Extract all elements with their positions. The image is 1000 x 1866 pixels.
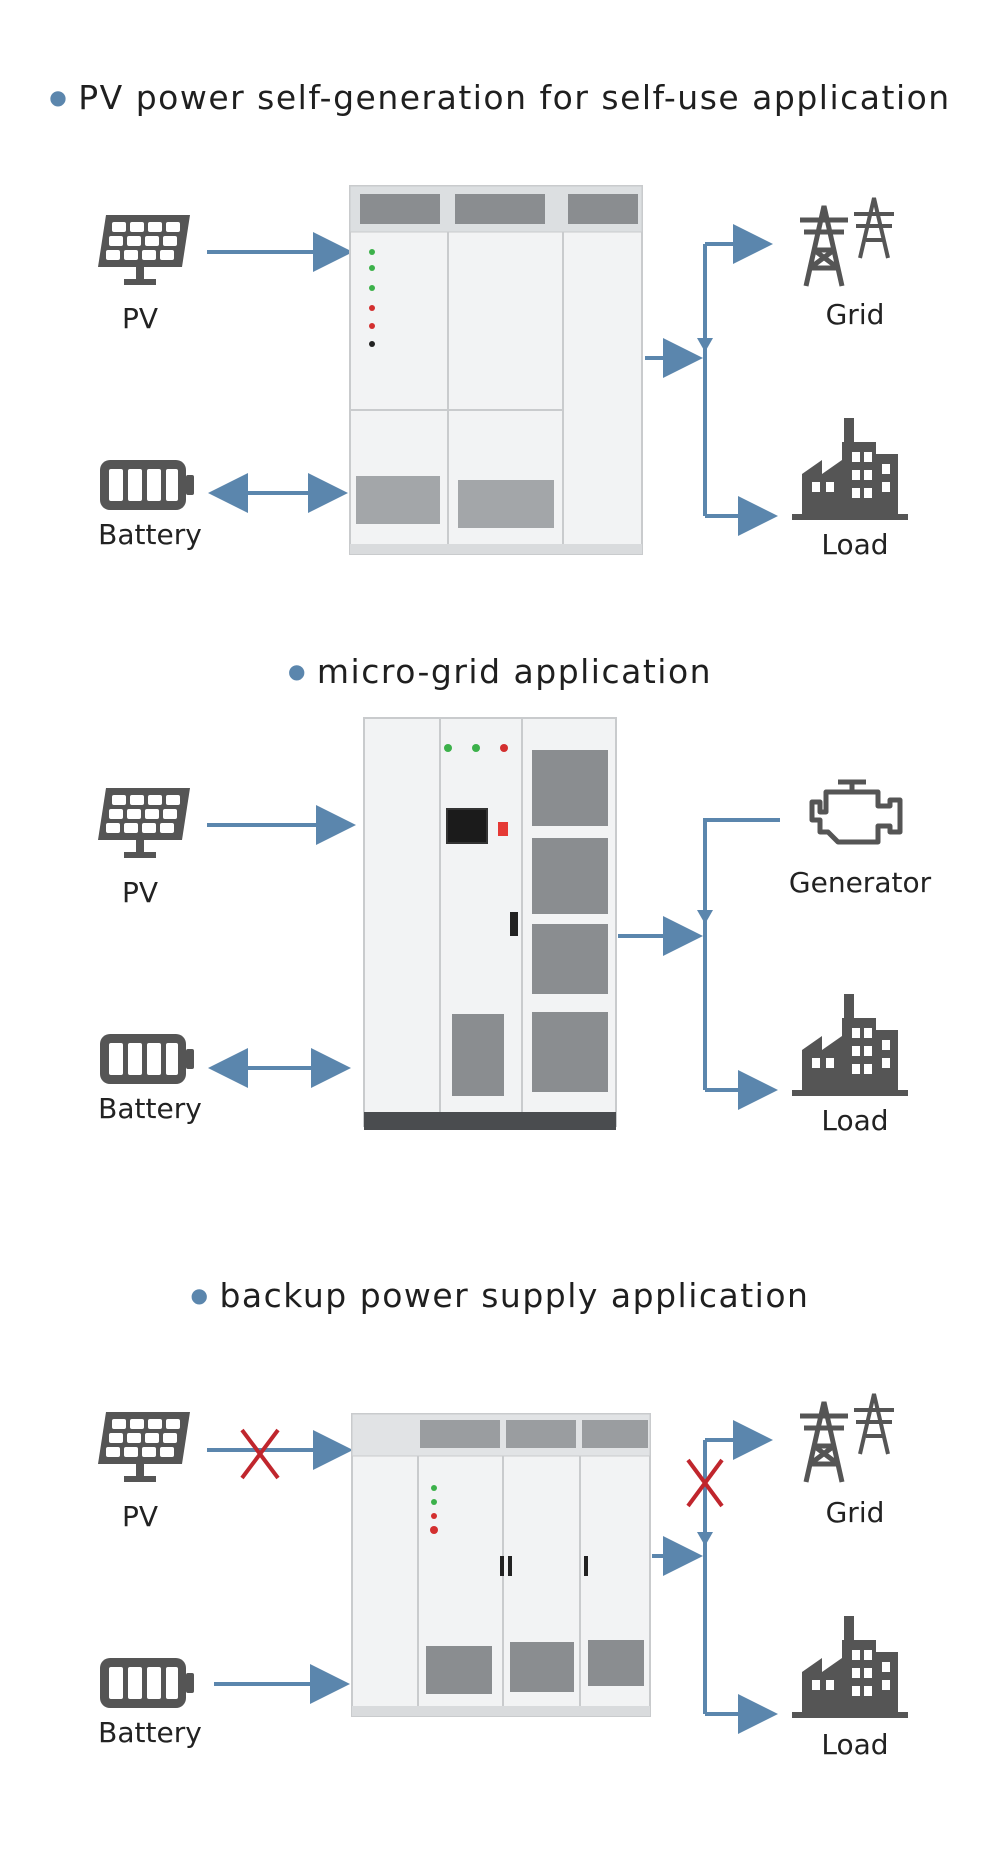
factory-icon	[792, 994, 908, 1096]
section-micro-grid: ● micro-grid application	[0, 652, 1000, 1137]
diagram-micro-grid	[98, 717, 908, 1130]
pv-label: PV	[121, 302, 159, 335]
diagram-self-use	[98, 185, 908, 555]
battery-label: Battery	[98, 518, 202, 551]
output-split-line	[703, 818, 780, 1090]
power-tower-icon	[800, 197, 894, 287]
factory-icon	[792, 418, 908, 520]
inverter-cabinet	[349, 185, 643, 555]
section-title: ● micro-grid application	[0, 652, 1000, 691]
factory-icon	[792, 1616, 908, 1718]
section-title-text: micro-grid application	[316, 652, 713, 691]
load-label: Load	[821, 1104, 889, 1137]
junction-arrowhead	[697, 338, 713, 352]
load-label: Load	[821, 528, 889, 561]
section-title-text: PV power self-generation for self-use ap…	[78, 78, 951, 117]
battery-label: Battery	[98, 1716, 202, 1749]
bullet-dot: ●	[190, 1283, 210, 1307]
status-leds	[369, 249, 375, 347]
load-label: Load	[821, 1728, 889, 1761]
bullet-dot: ●	[49, 85, 69, 109]
bullet-dot: ●	[287, 659, 307, 683]
solar-panel-icon	[98, 215, 190, 285]
solar-panel-icon	[98, 788, 190, 858]
section-title: ● backup power supply application	[0, 1276, 1000, 1315]
inverter-cabinet	[351, 1413, 651, 1717]
engine-icon	[809, 779, 903, 845]
cross-icon	[240, 1428, 280, 1480]
section-title-text: backup power supply application	[219, 1276, 810, 1315]
section-self-use: ● PV power self-generation for self-use a…	[0, 0, 1000, 561]
battery-label: Battery	[98, 1092, 202, 1125]
battery-icon	[100, 1658, 194, 1708]
pv-label: PV	[121, 876, 159, 909]
power-tower-icon	[800, 1393, 894, 1483]
cross-icon	[686, 1458, 724, 1508]
junction-arrowhead	[697, 1532, 713, 1546]
battery-icon	[100, 1034, 194, 1084]
solar-panel-icon	[98, 1412, 190, 1482]
junction-arrowhead	[697, 910, 713, 924]
generator-label: Generator	[788, 866, 932, 899]
section-title: ● PV power self-generation for self-use a…	[0, 78, 1000, 117]
grid-label: Grid	[825, 298, 885, 331]
grid-label: Grid	[825, 1496, 885, 1529]
pv-label: PV	[121, 1500, 159, 1533]
inverter-cabinet	[363, 717, 617, 1130]
battery-icon	[100, 460, 194, 510]
